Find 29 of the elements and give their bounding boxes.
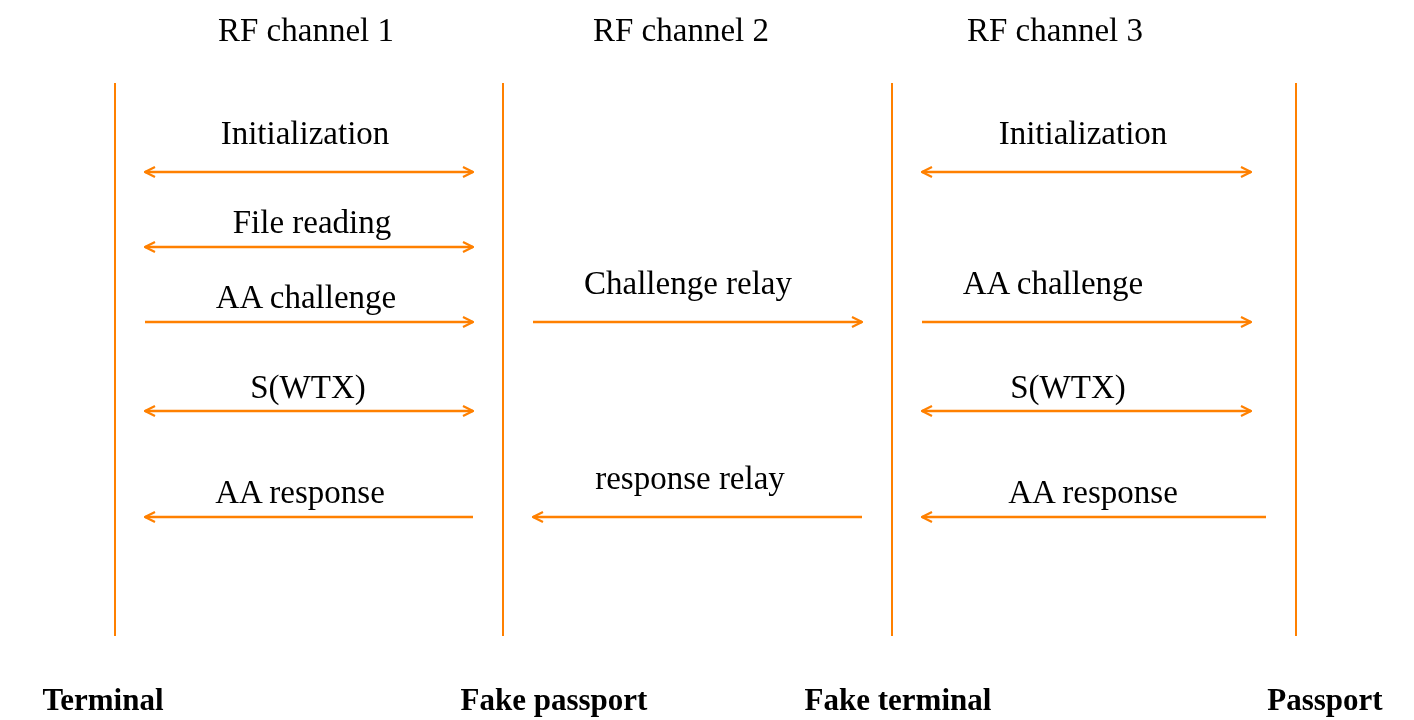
- arrow: [920, 165, 1253, 179]
- participant-name: Fake passport: [459, 682, 649, 718]
- participant-name: Terminal: [41, 682, 165, 718]
- arrow: [143, 510, 473, 524]
- edge-label: AA challenge: [215, 278, 397, 316]
- channel-heading: RF channel 3: [967, 11, 1143, 49]
- arrow: [920, 404, 1253, 418]
- arrow: [533, 315, 864, 329]
- edge-label: AA challenge: [962, 264, 1144, 302]
- arrow: [145, 315, 475, 329]
- arrow: [531, 510, 862, 524]
- edge-label: S(WTX): [250, 368, 366, 406]
- edge-label: Initialization: [998, 114, 1168, 152]
- channel-heading: RF channel 1: [218, 11, 394, 49]
- arrow: [143, 240, 475, 254]
- participant-name: Fake terminal: [803, 682, 993, 718]
- edge-label: File reading: [232, 203, 392, 241]
- arrow: [922, 315, 1253, 329]
- participant-name: Passport: [1266, 682, 1384, 718]
- edge-label: AA response: [215, 473, 385, 511]
- arrow: [143, 404, 475, 418]
- channel-heading: RF channel 2: [593, 11, 769, 49]
- edge-label: AA response: [1008, 473, 1178, 511]
- arrow: [920, 510, 1266, 524]
- edge-label: S(WTX): [1010, 368, 1126, 406]
- edge-label: response relay: [595, 459, 785, 497]
- edge-label: Initialization: [220, 114, 390, 152]
- edge-label: Challenge relay: [584, 264, 792, 302]
- arrow: [143, 165, 475, 179]
